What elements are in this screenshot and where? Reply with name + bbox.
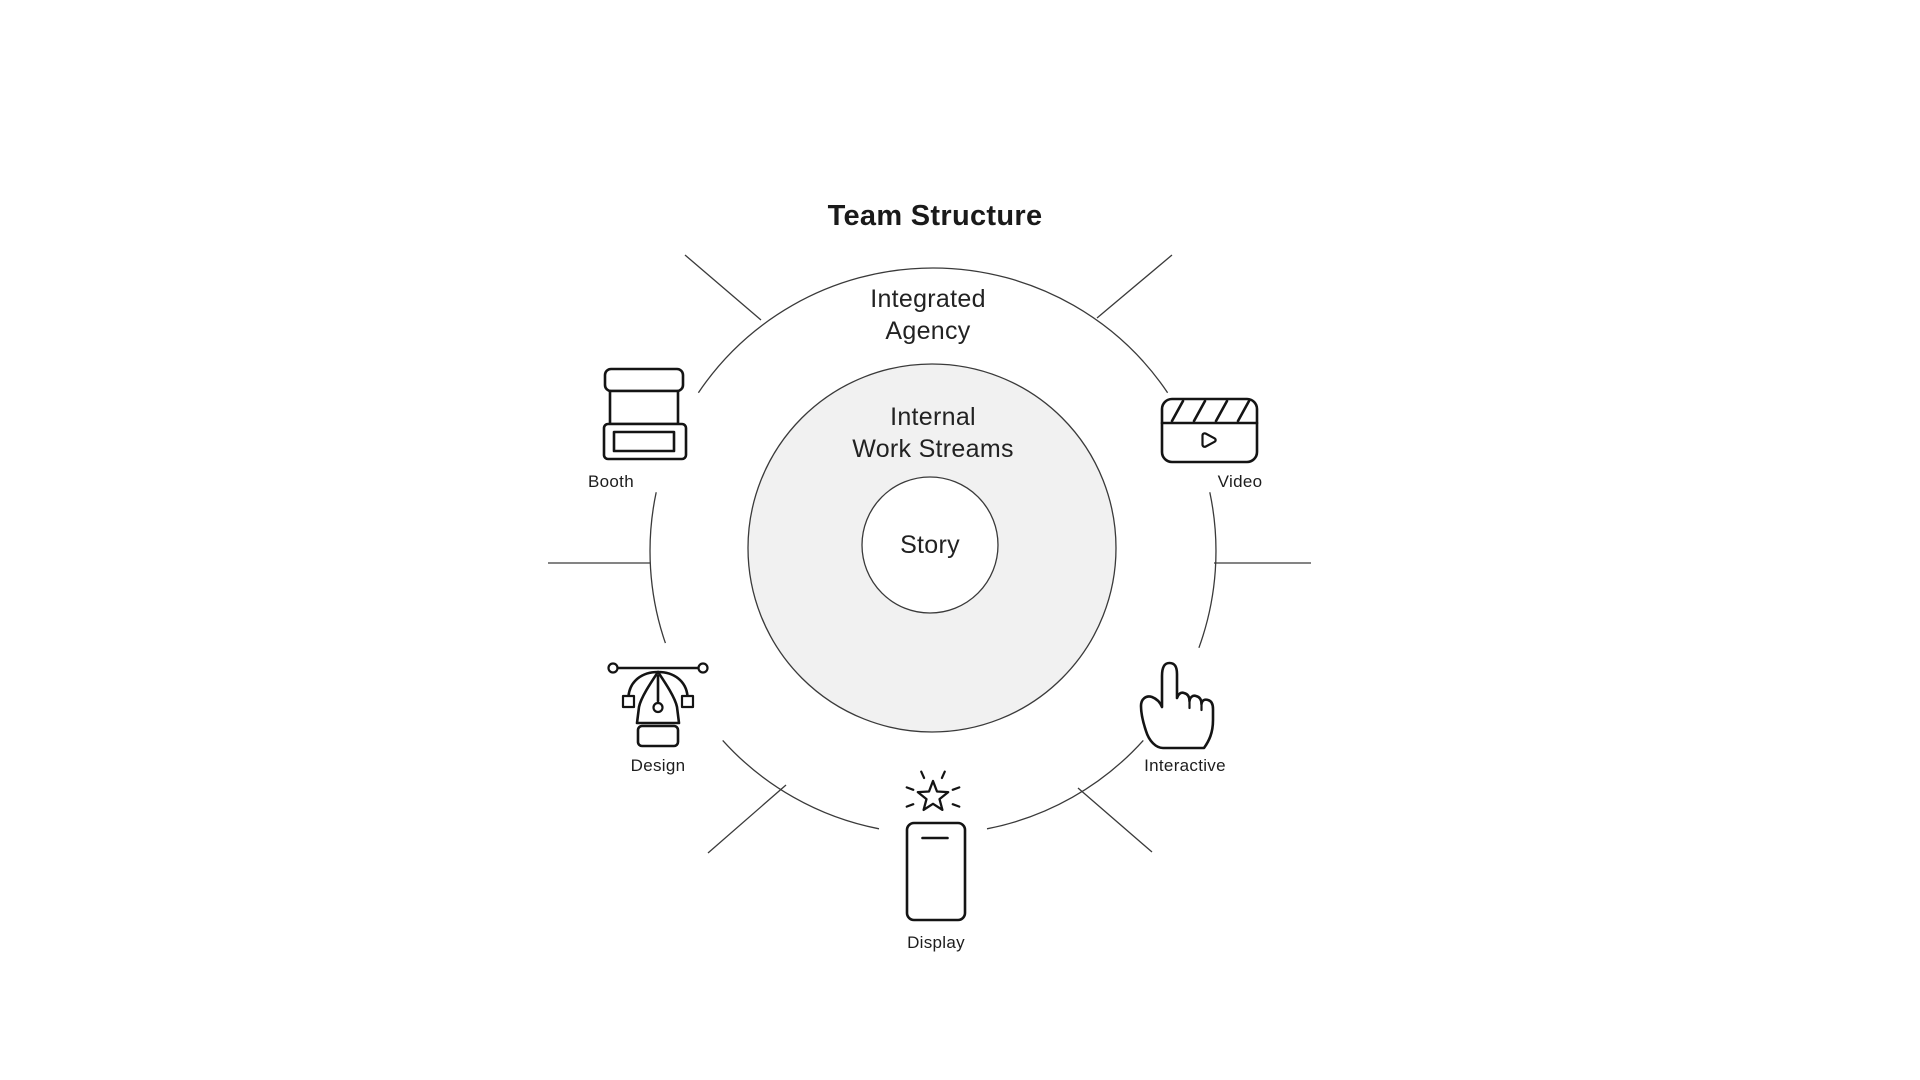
spoke-label-video: Video (1217, 472, 1263, 491)
outer-arc-bottom-left (722, 739, 880, 830)
ray-top-left (684, 254, 762, 321)
outer-arc-left (649, 492, 667, 644)
interactive-icon (1139, 661, 1215, 750)
spoke-label-booth: Booth (588, 472, 634, 491)
outer-arc-right (1198, 492, 1217, 649)
star-sparkle-dashes (905, 770, 961, 808)
ray-bottom-right (1077, 787, 1153, 853)
outer-ring (649, 267, 1217, 830)
display-icon (905, 770, 967, 922)
outer-arc-top (697, 267, 1169, 394)
outer-ring-label-line1: Integrated (870, 285, 986, 313)
outer-ring-label-line2: Agency (885, 317, 971, 345)
spoke-label-interactive: Interactive (1144, 756, 1226, 775)
ray-bottom-left (707, 784, 787, 854)
page-title: Team Structure (827, 200, 1043, 232)
spoke-label-design: Design (630, 756, 686, 775)
design-icon (607, 662, 709, 748)
middle-ring-label: Internal Work Streams (852, 401, 1014, 465)
middle-ring-label-line2: Work Streams (852, 435, 1014, 463)
booth-icon (602, 367, 688, 461)
center-label: Story (900, 531, 960, 559)
ray-top-right (1096, 254, 1173, 319)
outer-arc-bottom-right (986, 739, 1144, 830)
rays (548, 254, 1311, 854)
center-circle (861, 476, 999, 614)
middle-ring-label-line1: Internal (890, 403, 976, 431)
video-icon (1160, 397, 1259, 464)
spoke-label-display: Display (907, 933, 965, 952)
outer-ring-label: Integrated Agency (870, 283, 986, 347)
